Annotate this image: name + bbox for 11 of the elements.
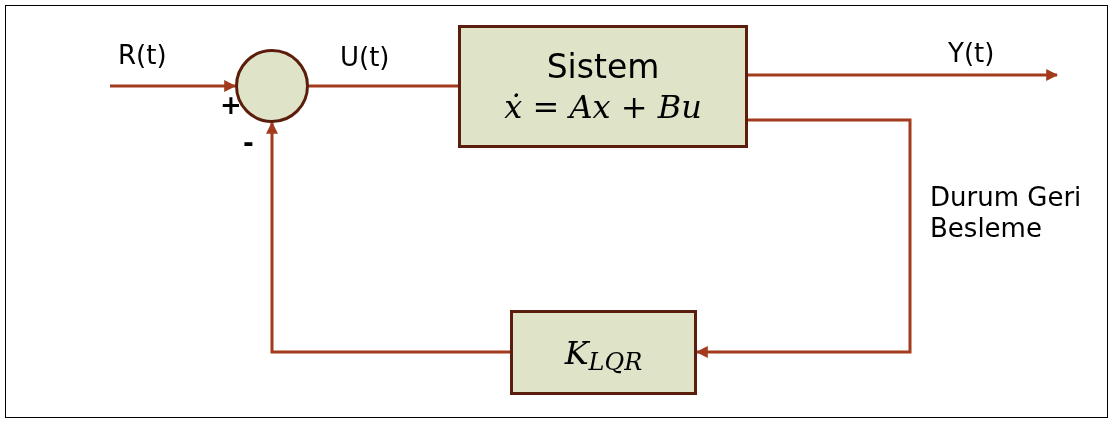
arrow xyxy=(266,121,510,354)
block-title: Sistem xyxy=(546,45,660,88)
block xyxy=(510,310,697,395)
arrow xyxy=(748,69,1059,81)
arrow xyxy=(695,118,912,358)
equation: ẋ = Ax + Bu xyxy=(504,87,702,128)
sign-label: + xyxy=(220,92,242,118)
arrow xyxy=(110,80,237,92)
block xyxy=(458,25,748,148)
sign-label: - xyxy=(243,130,254,156)
block-label: K$_{LQR}$ xyxy=(564,332,643,373)
